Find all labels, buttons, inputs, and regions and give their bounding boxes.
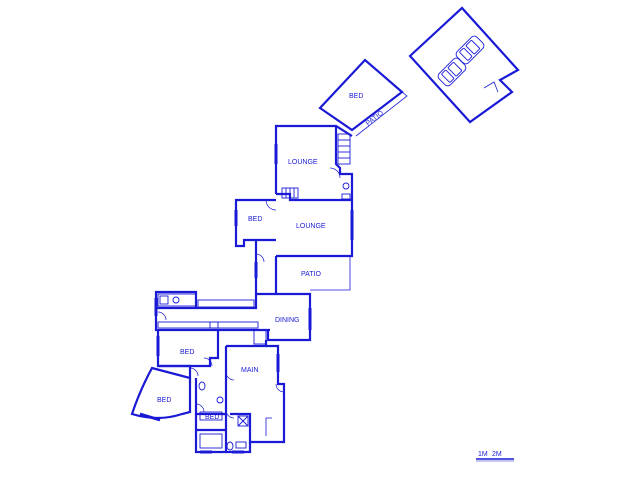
room-label-dining: DINING [275,317,300,324]
scale-label-2m: 2M [492,451,502,458]
room-label-bed-mid: BED [248,216,262,223]
stair-icon [281,187,299,199]
room-label-main: MAIN [241,367,259,374]
shower-icon [237,415,249,427]
scale-label-1m: 1M [478,451,488,458]
bath-icon [199,433,223,449]
basin-icon [199,411,223,421]
sink-icon [209,321,219,329]
top-wing [318,58,408,165]
windows [139,144,354,454]
room-label-bed-bottom-left: BED [157,397,171,404]
toilet-icon [198,381,206,391]
toilet-icon [226,441,234,451]
car-icon [455,35,485,65]
room-label-bed-bottom: BED [205,414,219,421]
room-label-patio-mid: PATIO [301,271,322,278]
room-label-lounge-lower: LOUNGE [296,223,326,230]
basin-icon [235,441,247,449]
stove-icon [159,295,169,305]
stair-icon [337,133,351,165]
doors [157,167,341,419]
room-label-lounge-upper: LOUNGE [288,159,318,166]
house-outline [130,124,354,454]
garage [408,6,520,124]
scale-bar: 1M 2M [476,451,514,462]
room-label-bed-top: BED [349,93,363,100]
fixtures [157,182,351,451]
sink-icon [172,296,180,304]
car-icon [437,57,467,87]
basin-icon [342,182,350,190]
room-label-bed-left: BED [180,349,194,356]
basin-icon [216,396,224,404]
